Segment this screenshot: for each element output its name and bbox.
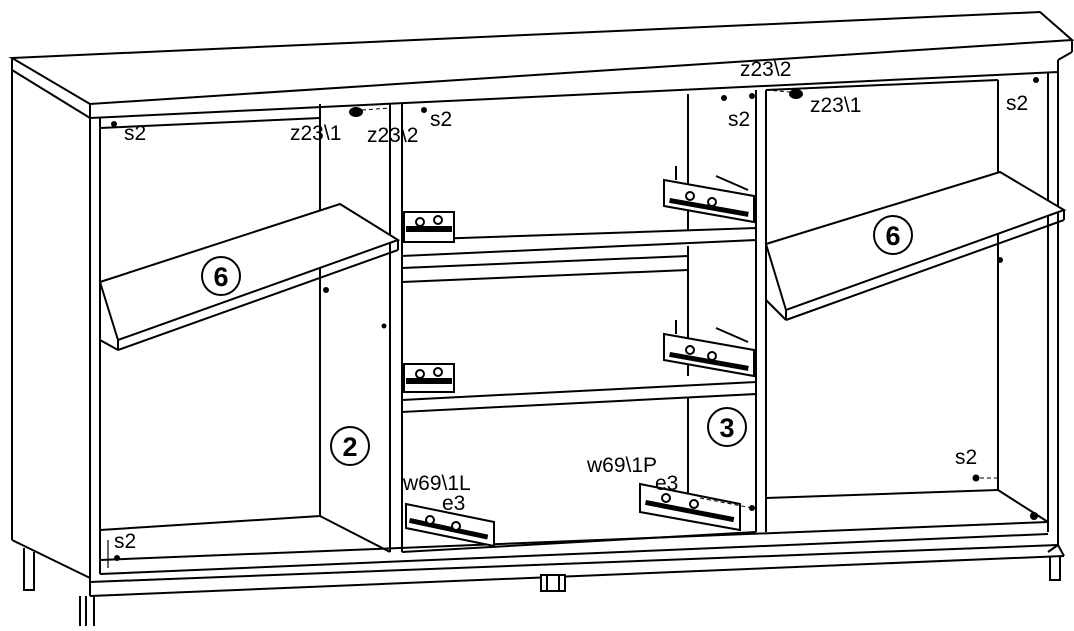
label-z23-2-right: z23\2 xyxy=(740,58,791,81)
hinge-right xyxy=(765,89,803,99)
right-side-panel xyxy=(1047,60,1059,553)
bottom-panel xyxy=(89,521,1065,597)
runner-top-left xyxy=(403,211,455,243)
right-compartment xyxy=(421,77,1049,523)
hinge-left xyxy=(349,107,391,117)
label-s2-top-mid-right: s2 xyxy=(728,108,750,131)
part-number-6-right: 6 xyxy=(873,215,913,255)
middle-shelf-lower xyxy=(401,380,757,414)
svg-text:6: 6 xyxy=(213,262,228,292)
left-divider xyxy=(381,104,403,552)
pin-bottom-right xyxy=(972,474,998,482)
label-s2-top-right: s2 xyxy=(1006,92,1028,115)
runner-bottom-right xyxy=(639,482,755,532)
label-s2-top-left: s2 xyxy=(124,122,146,145)
part-number-2: 2 xyxy=(330,426,370,466)
label-e3-left: e3 xyxy=(442,492,465,515)
part-number-3: 3 xyxy=(707,407,747,447)
left-shelf-6 xyxy=(98,202,401,351)
label-w69-1L: w69\1L xyxy=(402,472,471,495)
left-side-panel xyxy=(11,70,101,582)
svg-text:2: 2 xyxy=(342,432,357,462)
label-z23-1-left: z23\1 xyxy=(290,122,341,145)
runner-top-right xyxy=(663,166,755,224)
front-stop xyxy=(540,574,566,592)
left-compartment xyxy=(99,104,391,568)
label-w69-1P: w69\1P xyxy=(586,454,657,477)
label-s2-bottom-right: s2 xyxy=(955,446,977,469)
part-number-6-left: 6 xyxy=(201,256,241,296)
top-panel xyxy=(8,10,1074,119)
runner-mid-left xyxy=(403,363,455,393)
middle-shelf-upper xyxy=(401,226,757,283)
label-s2-top-mid-left: s2 xyxy=(430,108,452,131)
runner-mid-right xyxy=(663,320,755,378)
svg-text:6: 6 xyxy=(885,221,900,251)
right-divider xyxy=(687,90,767,532)
label-z23-2-left: z23\2 xyxy=(367,124,418,147)
right-shelf-6 xyxy=(764,170,1067,321)
svg-text:3: 3 xyxy=(719,413,734,443)
legs xyxy=(23,548,1061,626)
middle-bottom xyxy=(401,531,757,553)
label-z23-1-right: z23\1 xyxy=(810,94,861,117)
runner-bottom-left xyxy=(405,502,495,548)
label-s2-bottom-left: s2 xyxy=(114,530,136,553)
label-e3-right: e3 xyxy=(655,472,678,495)
